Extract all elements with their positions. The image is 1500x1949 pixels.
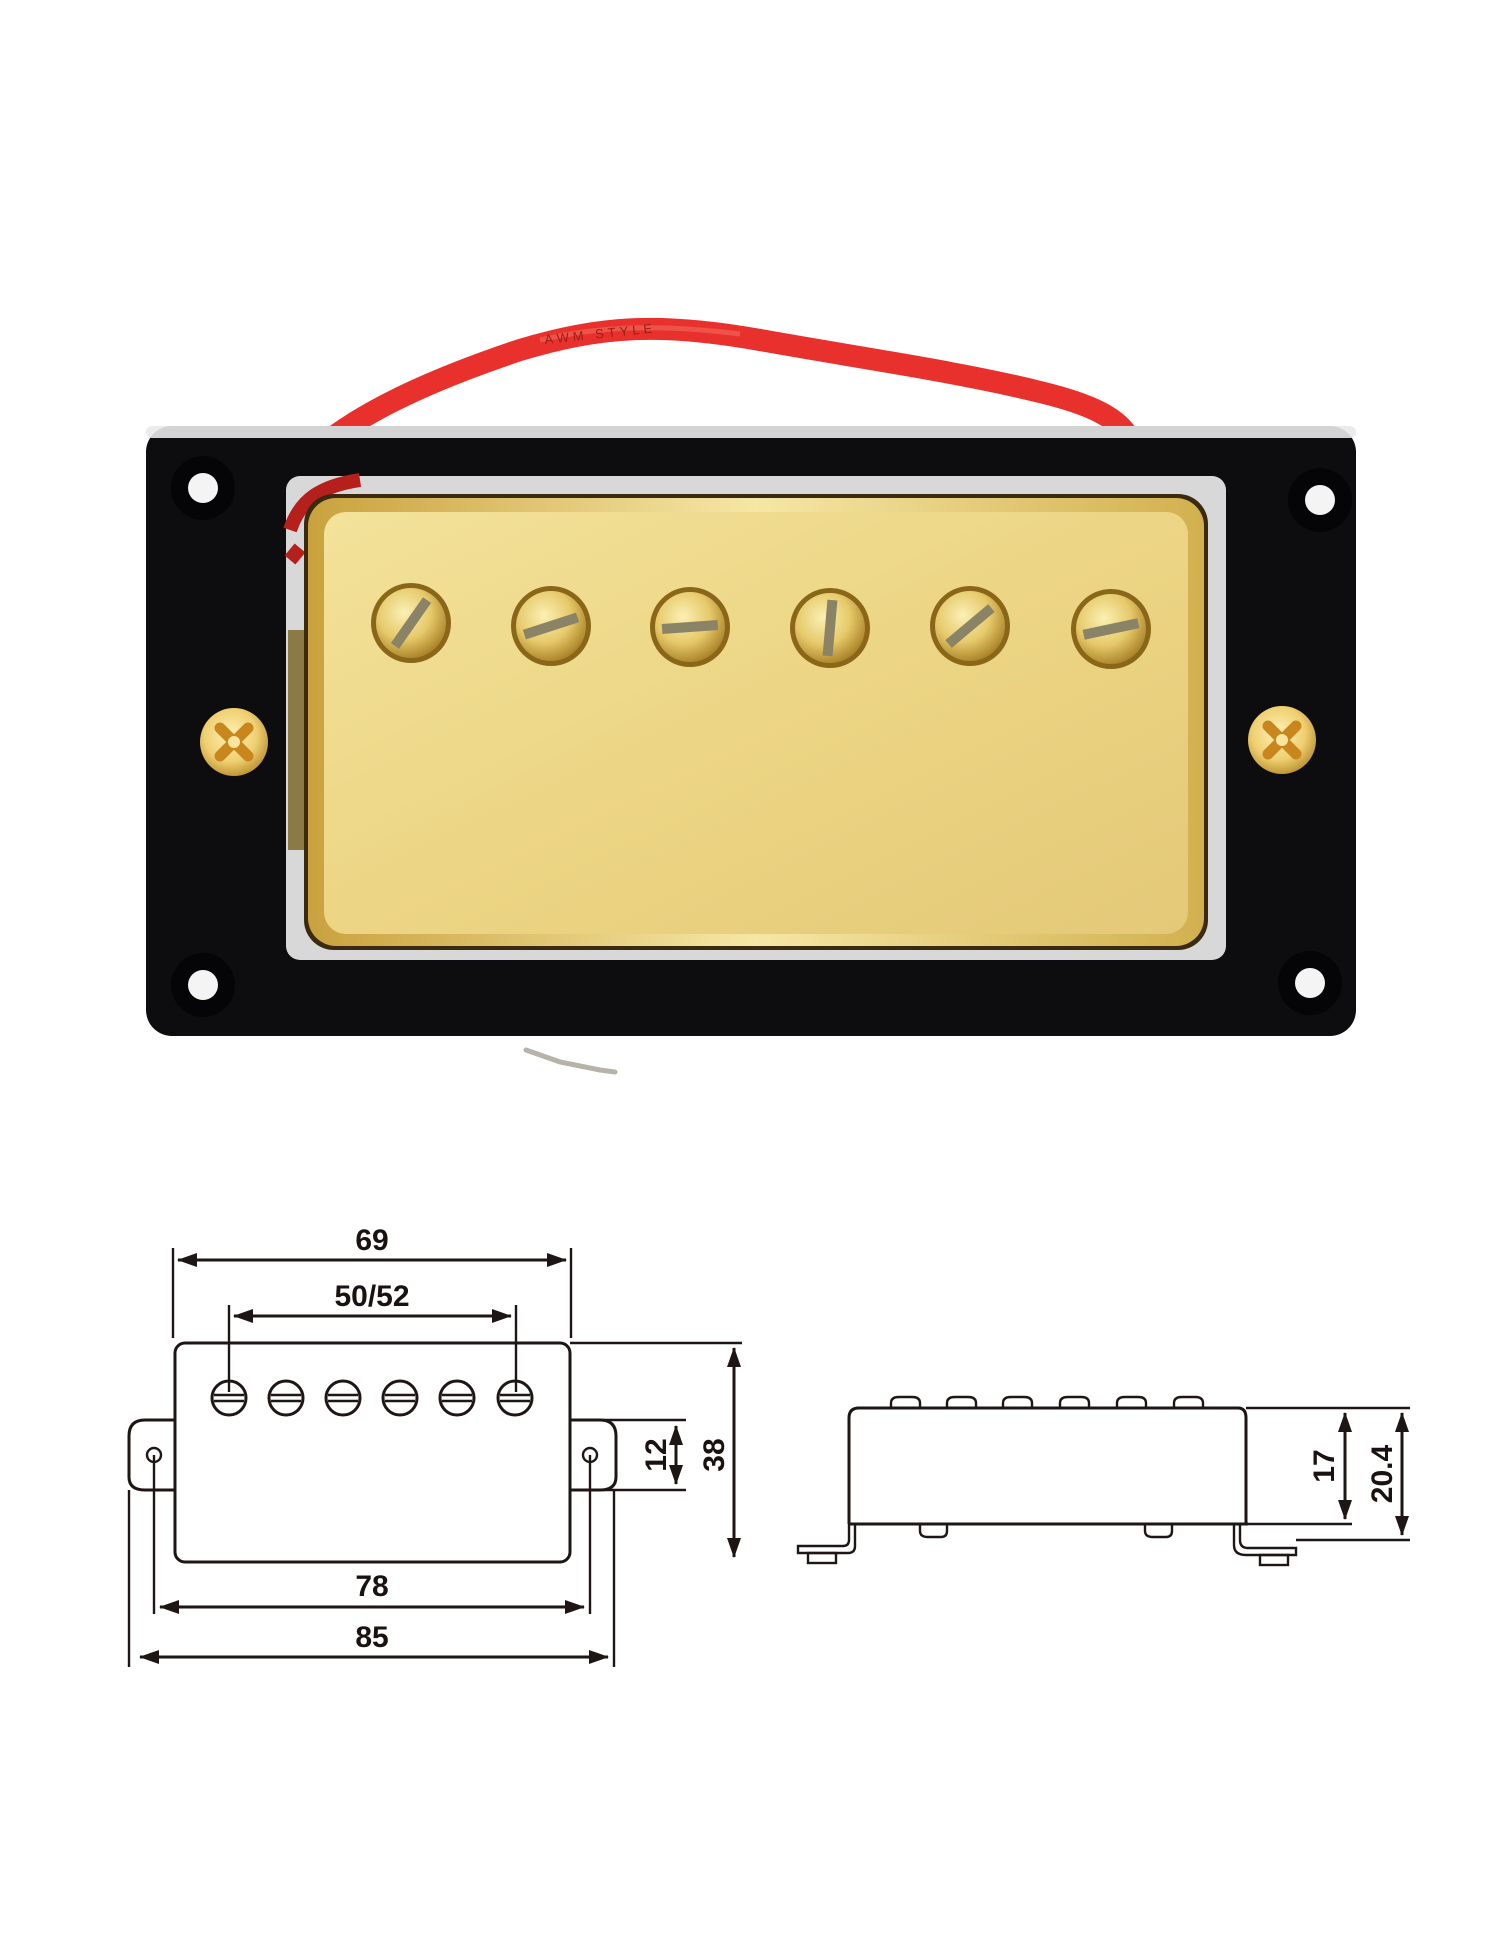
pole-screws [371,583,1151,669]
mounting-screw-left [200,708,268,776]
side-pole-bumps [889,1395,1205,1408]
dim-overall-width: 85 [355,1621,388,1654]
ground-wire [523,1047,618,1075]
side-view: 17 20.4 [796,1395,1410,1567]
product-photo: AWM STYLE [146,317,1356,1075]
side-foot-right [1232,1524,1298,1557]
ring-hole-top-right [1288,468,1352,532]
pole-symbols [210,1379,534,1417]
side-body-outline [847,1406,1248,1524]
mounting-tab-left [127,1418,175,1492]
ring-hole-bottom-left [171,953,235,1017]
dim-mount-hole-spacing: 78 [355,1570,388,1603]
pole-screw-1 [371,583,451,663]
top-view: 69 50/52 12 38 [127,1224,742,1667]
dim-cover-width: 69 [355,1224,388,1257]
pole-screw-5 [930,586,1010,666]
dimension-drawing: 69 50/52 12 38 [127,1224,1410,1667]
mounting-screw-right [1248,706,1316,774]
dim-cover-height: 38 [698,1438,731,1471]
pole-screw-6 [1071,589,1151,669]
dim-tab-height: 12 [640,1438,673,1471]
pole-screw-2 [511,586,591,666]
mounting-tab-right [570,1418,618,1492]
dim-body-height: 17 [1308,1449,1341,1482]
pole-screw-3 [650,587,730,667]
dim-pole-spacing: 50/52 [334,1280,409,1313]
side-foot-left [796,1524,857,1555]
ring-hole-top-left [171,456,235,520]
dim-total-height: 20.4 [1366,1444,1399,1503]
gold-cover [304,494,1208,950]
pole-screw-4 [790,588,870,668]
ring-hole-bottom-right [1278,951,1342,1015]
cover-outline [173,1341,572,1564]
